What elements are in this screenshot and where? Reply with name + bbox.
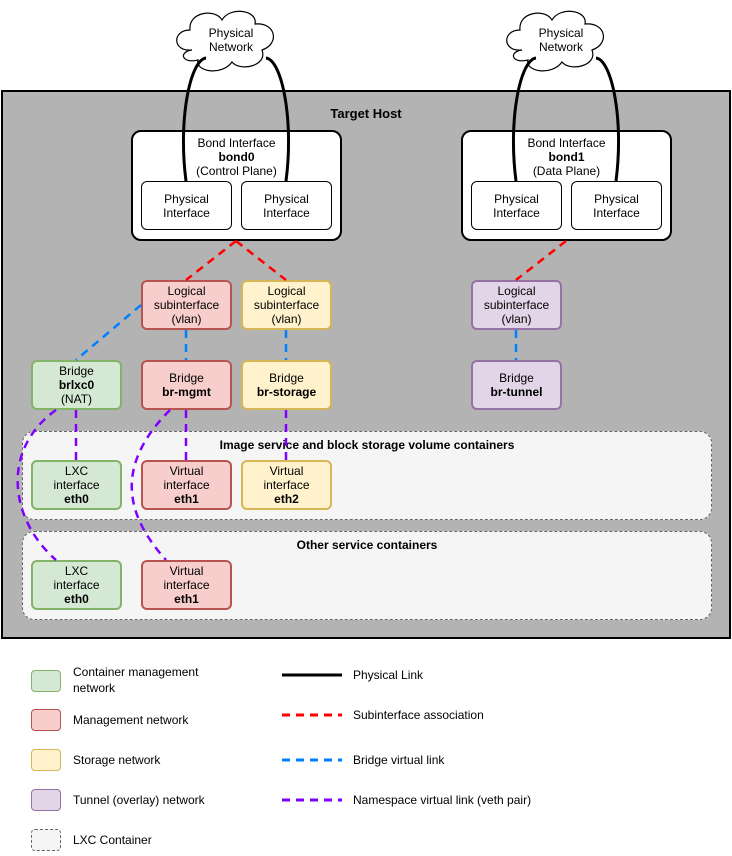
tunnel-subinterface: Logical subinterface (vlan) <box>471 280 562 330</box>
iface-name: eth1 <box>174 592 199 606</box>
other-service-container-title: Other service containers <box>296 538 438 552</box>
bond1-plane: (Data Plane) <box>532 164 601 178</box>
subif-label: Logical <box>497 284 536 298</box>
bridge-name: brlxc0 <box>58 378 95 392</box>
iface-label: interface <box>163 478 210 492</box>
other-virtual-eth1: Virtual interface eth1 <box>141 560 232 610</box>
bond0-physical-interface-1: Physical Interface <box>141 181 232 230</box>
subif-label: subinterface <box>483 298 550 312</box>
legend-subinterface-label: Subinterface association <box>353 708 484 722</box>
phys-label: Physical <box>264 191 309 206</box>
subif-label: Logical <box>167 284 206 298</box>
phys-label: Interface <box>593 205 640 220</box>
legend-tunnel-swatch <box>31 789 61 811</box>
subif-label: subinterface <box>153 298 220 312</box>
legend-container-mgmt-label: Container management network <box>73 664 198 696</box>
bridge-br-mgmt: Bridge br-mgmt <box>141 360 232 410</box>
subif-label: (vlan) <box>171 312 202 326</box>
cloud-label: Network <box>208 40 253 54</box>
storage-subinterface: Logical subinterface (vlan) <box>241 280 332 330</box>
iface-label: interface <box>263 478 310 492</box>
image-virtual-eth2: Virtual interface eth2 <box>241 460 332 510</box>
legend-lxc-container-label: LXC Container <box>73 833 152 847</box>
phys-label: Physical <box>164 191 209 206</box>
iface-name: eth1 <box>174 492 199 506</box>
cloud-label: Network <box>538 40 583 54</box>
bridge-br-tunnel: Bridge br-tunnel <box>471 360 562 410</box>
legend-bridge-label: Bridge virtual link <box>353 753 445 767</box>
iface-label: LXC <box>64 564 89 578</box>
other-lxc-eth0: LXC interface eth0 <box>31 560 122 610</box>
legend-lxc-container-swatch <box>31 829 61 851</box>
legend-physical-link-label: Physical Link <box>353 668 424 682</box>
iface-label: interface <box>53 578 100 592</box>
cloud-left-label: Physical Network <box>191 26 271 54</box>
bridge-brlxc0: Bridge brlxc0 (NAT) <box>31 360 122 410</box>
legend-container-mgmt-swatch <box>31 670 61 692</box>
cloud-label: Physical <box>538 26 584 40</box>
bond1-physical-interface-1: Physical Interface <box>471 181 562 230</box>
cloud-right-label: Physical Network <box>521 26 601 54</box>
image-storage-container-title: Image service and block storage volume c… <box>219 438 515 452</box>
bridge-label: Bridge <box>59 364 94 378</box>
iface-label: Virtual <box>269 464 304 478</box>
host-title: Target Host <box>330 106 402 121</box>
bridge-note: (NAT) <box>60 392 93 406</box>
phys-label: Interface <box>263 205 310 220</box>
image-lxc-eth0: LXC interface eth0 <box>31 460 122 510</box>
legend-veth-label: Namespace virtual link (veth pair) <box>353 793 532 807</box>
subif-label: subinterface <box>253 298 320 312</box>
phys-label: Physical <box>494 191 539 206</box>
iface-label: interface <box>163 578 210 592</box>
bond0-name: bond0 <box>218 150 255 164</box>
legend-storage-label: Storage network <box>73 753 161 767</box>
bond0-physical-interface-2: Physical Interface <box>241 181 332 230</box>
bond0-label: Bond Interface <box>197 136 276 150</box>
bridge-name: br-storage <box>256 385 317 399</box>
legend-mgmt-label: Management network <box>73 713 189 727</box>
bond1-physical-interface-2: Physical Interface <box>571 181 662 230</box>
iface-name: eth2 <box>274 492 299 506</box>
bridge-name: br-tunnel <box>490 385 543 399</box>
iface-label: Virtual <box>169 564 204 578</box>
subif-label: Logical <box>267 284 306 298</box>
iface-name: eth0 <box>64 492 89 506</box>
iface-name: eth0 <box>64 592 89 606</box>
bridge-label: Bridge <box>499 371 534 385</box>
legend-text: Container management <box>73 665 199 679</box>
legend-mgmt-swatch <box>31 709 61 731</box>
bond0-plane: (Control Plane) <box>196 164 277 178</box>
bridge-br-storage: Bridge br-storage <box>241 360 332 410</box>
phys-label: Physical <box>594 191 639 206</box>
subif-label: (vlan) <box>501 312 532 326</box>
phys-label: Interface <box>163 205 210 220</box>
iface-label: LXC <box>64 464 89 478</box>
iface-label: Virtual <box>169 464 204 478</box>
bridge-label: Bridge <box>169 371 204 385</box>
cloud-label: Physical <box>208 26 254 40</box>
legend-text: network <box>73 681 116 695</box>
bridge-label: Bridge <box>269 371 304 385</box>
subif-label: (vlan) <box>271 312 302 326</box>
legend-tunnel-label: Tunnel (overlay) network <box>73 793 205 807</box>
phys-label: Interface <box>493 205 540 220</box>
bridge-name: br-mgmt <box>162 385 211 399</box>
iface-label: interface <box>53 478 100 492</box>
bond1-label: Bond Interface <box>527 136 606 150</box>
mgmt-subinterface: Logical subinterface (vlan) <box>141 280 232 330</box>
legend-storage-swatch <box>31 749 61 771</box>
image-virtual-eth1: Virtual interface eth1 <box>141 460 232 510</box>
bond1-name: bond1 <box>548 150 585 164</box>
